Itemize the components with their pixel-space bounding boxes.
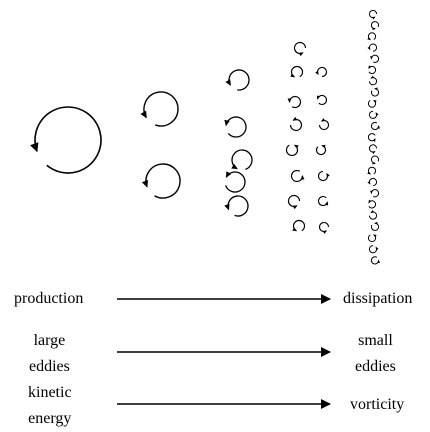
eddy-arrow-icon bbox=[145, 163, 181, 199]
eddy-arrowhead-icon bbox=[322, 230, 328, 234]
eddy-arrowhead-icon bbox=[368, 199, 372, 204]
eddy-arrowhead-icon bbox=[370, 56, 373, 60]
eddy-arrowhead-icon bbox=[367, 171, 372, 175]
eddy-arrow-icon bbox=[293, 41, 307, 55]
eddy-arrow-icon bbox=[287, 194, 301, 208]
eddy-arrow-icon bbox=[368, 211, 378, 220]
eddy-arrow-icon bbox=[370, 189, 380, 198]
eddy-arrowhead-icon bbox=[374, 87, 378, 91]
eddy-arrowhead-icon bbox=[371, 16, 376, 20]
eddy-arrowhead-icon bbox=[225, 171, 232, 178]
eddy-arrowhead-icon bbox=[225, 79, 231, 86]
eddy-arrow-icon bbox=[368, 43, 378, 52]
eddy-arrow-icon bbox=[368, 144, 378, 153]
eddy-arrowhead-icon bbox=[372, 138, 376, 142]
eddy-arrow-icon bbox=[288, 95, 302, 109]
eddy-arrow-icon bbox=[368, 9, 378, 19]
eddy-arrow-icon bbox=[368, 245, 378, 254]
eddy-arrow-icon bbox=[370, 155, 380, 164]
eddy-arrowhead-icon bbox=[293, 144, 299, 149]
eddy-arrow-icon bbox=[290, 169, 304, 183]
eddy-arrowhead-icon bbox=[292, 227, 298, 232]
eddy-arrow-icon bbox=[319, 221, 330, 233]
eddy-arrowhead-icon bbox=[287, 98, 292, 103]
eddy-arrowhead-icon bbox=[324, 201, 329, 206]
eddy-arrow-icon bbox=[289, 118, 303, 132]
label-large: large bbox=[33, 332, 66, 349]
eddy-arrow-icon bbox=[370, 121, 380, 131]
eddy-arrowhead-icon bbox=[375, 112, 379, 116]
eddy-arrow-icon bbox=[228, 69, 250, 91]
eddy-arrowhead-icon bbox=[370, 210, 375, 213]
eddy-arrowhead-icon bbox=[372, 161, 376, 165]
label-large-eddies: large eddies bbox=[29, 328, 70, 380]
label-energy: energy bbox=[28, 410, 72, 427]
eddy-columns bbox=[30, 9, 380, 265]
eddy-arrowhead-icon bbox=[377, 125, 380, 129]
eddy-arrowhead-icon bbox=[292, 205, 298, 210]
label-small: small bbox=[358, 332, 393, 349]
eddy-arrowhead-icon bbox=[231, 163, 238, 170]
eddy-arrow-icon bbox=[368, 110, 378, 119]
eddy-arrowhead-icon bbox=[372, 234, 377, 238]
eddy-arrowhead-icon bbox=[292, 116, 298, 121]
eddy-arrow-icon bbox=[318, 119, 329, 131]
eddy-arrow-icon bbox=[370, 256, 380, 265]
eddy-arrow-icon bbox=[368, 77, 378, 86]
eddy-arrowhead-icon bbox=[370, 75, 375, 79]
eddy-arrowhead-icon bbox=[377, 259, 380, 263]
eddy-arrowhead-icon bbox=[372, 99, 377, 103]
eddy-arrowhead-icon bbox=[141, 180, 149, 188]
eddy-arrow-icon bbox=[370, 88, 380, 97]
label-kinetic-energy: kinetic energy bbox=[28, 380, 72, 432]
label-production: production bbox=[14, 290, 84, 307]
eddy-arrowhead-icon bbox=[367, 37, 372, 41]
eddy-arrowhead-icon bbox=[326, 172, 330, 178]
eddy-arrowhead-icon bbox=[371, 151, 376, 154]
label-kinetic: kinetic bbox=[28, 384, 72, 401]
eddy-arrowhead-icon bbox=[370, 190, 373, 195]
label-eddies-left: eddies bbox=[29, 358, 70, 375]
eddy-arrowhead-icon bbox=[372, 27, 376, 31]
eddy-arrowhead-icon bbox=[298, 52, 304, 57]
eddy-arrowhead-icon bbox=[375, 246, 379, 251]
eddy-arrow-icon bbox=[231, 149, 253, 171]
eddy-arrowhead-icon bbox=[320, 118, 326, 122]
eddy-arrowhead-icon bbox=[367, 180, 371, 185]
label-eddies-right: eddies bbox=[355, 358, 396, 375]
eddy-arrowhead-icon bbox=[30, 142, 39, 153]
eddy-arrowhead-icon bbox=[367, 46, 371, 51]
eddy-arrowhead-icon bbox=[300, 175, 305, 180]
eddy-arrowhead-icon bbox=[374, 221, 378, 225]
eddy-arrowhead-icon bbox=[224, 119, 230, 127]
eddy-arrow-icon bbox=[370, 222, 380, 231]
eddy-arrow-icon bbox=[368, 177, 378, 187]
eddy-arrow-icon bbox=[370, 21, 380, 30]
eddy-arrowhead-icon bbox=[224, 203, 230, 211]
eddy-arrowhead-icon bbox=[290, 73, 296, 78]
label-small-eddies: small eddies bbox=[355, 328, 396, 380]
label-vorticity: vorticity bbox=[350, 396, 405, 413]
label-dissipation: dissipation bbox=[343, 290, 413, 307]
eddy-arrowhead-icon bbox=[368, 65, 372, 70]
eddy-arrowhead-icon bbox=[316, 95, 321, 100]
eddy-arrow-icon bbox=[143, 91, 179, 127]
eddy-arrowhead-icon bbox=[321, 144, 326, 149]
eddy-arrow-icon bbox=[316, 67, 328, 78]
eddy-arrow-icon bbox=[225, 116, 247, 138]
eddy-arrowhead-icon bbox=[140, 110, 147, 119]
eddy-arrow-icon bbox=[317, 170, 329, 181]
eddy-arrow-icon bbox=[224, 171, 246, 193]
eddy-arrow-icon bbox=[227, 195, 249, 217]
eddy-arrowhead-icon bbox=[315, 70, 319, 76]
eddy-arrow-icon bbox=[34, 106, 102, 174]
eddy-arrow-icon bbox=[370, 54, 380, 63]
